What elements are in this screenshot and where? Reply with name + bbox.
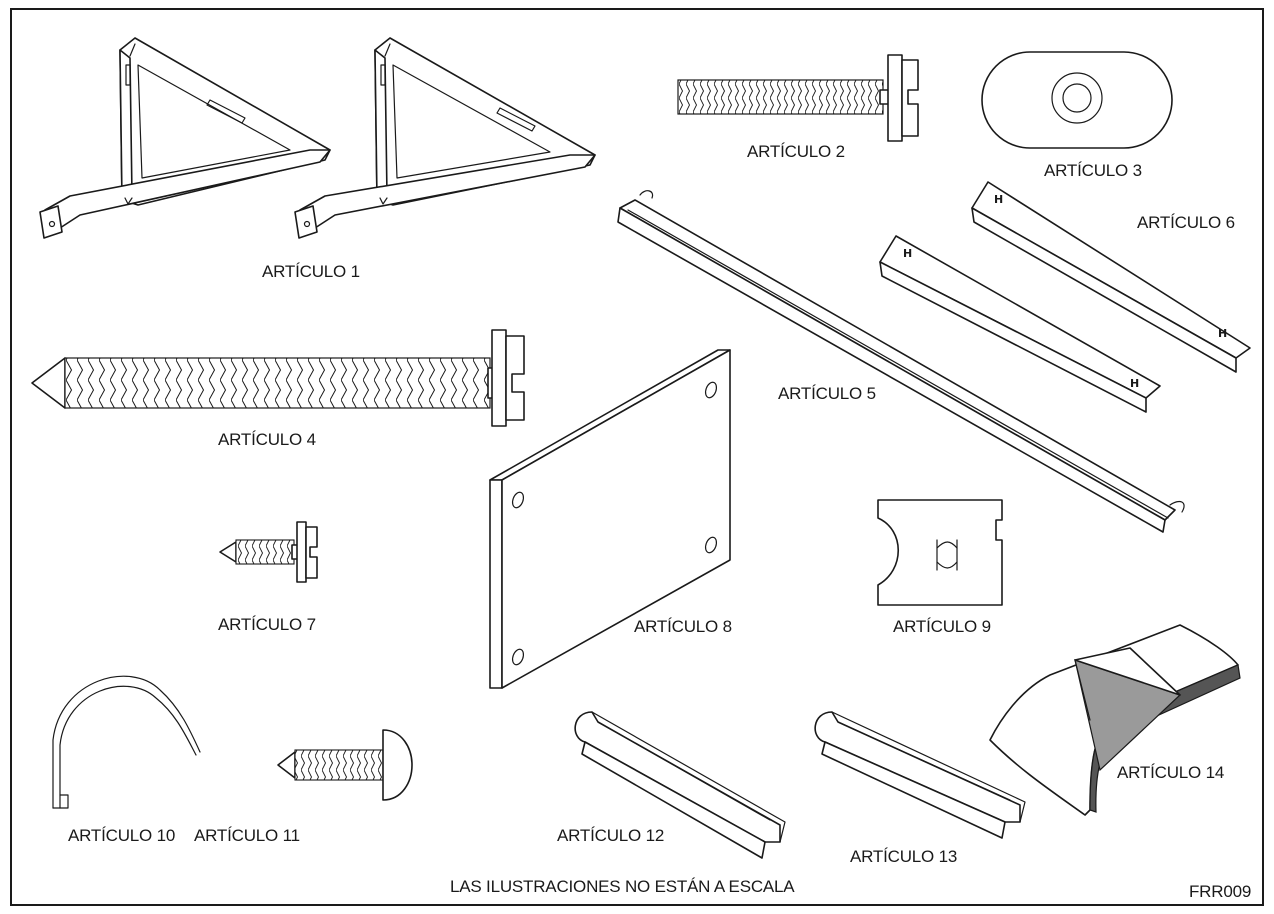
item11-screw [277, 729, 413, 801]
item12-u-clip [574, 711, 786, 859]
item4-lag-screw [31, 329, 525, 427]
label-item11: ARTÍCULO 11 [194, 826, 300, 845]
item9-clip [877, 499, 1003, 606]
item8-mounting-plate [489, 349, 731, 689]
item6-angle-left: H H [879, 235, 1161, 413]
label-item2: ARTÍCULO 2 [747, 142, 845, 161]
item5-rail [617, 190, 1185, 533]
item13-u-clip [814, 711, 1026, 839]
label-item1: ARTÍCULO 1 [262, 262, 360, 281]
label-item13: ARTÍCULO 13 [850, 847, 958, 866]
label-item9: ARTÍCULO 9 [893, 617, 991, 636]
label-item7: ARTÍCULO 7 [218, 615, 316, 634]
label-item5: ARTÍCULO 5 [778, 384, 876, 403]
item1-bracket-right [294, 37, 596, 239]
item6-angle-right: H H [971, 181, 1251, 373]
label-item6: ARTÍCULO 6 [1137, 213, 1235, 232]
angle-mark-right-top: H [994, 193, 1003, 206]
item7-screw [219, 521, 318, 583]
item2-bolt [677, 54, 919, 142]
label-item8: ARTÍCULO 8 [634, 617, 732, 636]
drawing-code: FRR009 [1189, 882, 1252, 901]
label-item14: ARTÍCULO 14 [1117, 763, 1225, 782]
angle-mark-right-bottom: H [1218, 327, 1227, 340]
item14-adhesive-pad [989, 624, 1241, 816]
label-item3: ARTÍCULO 3 [1044, 161, 1142, 180]
item10-hook [52, 675, 201, 809]
angle-mark-left-bottom: H [1130, 377, 1139, 390]
label-item12: ARTÍCULO 12 [557, 826, 665, 845]
angle-mark-left-top: H [903, 247, 912, 260]
scale-note: LAS ILUSTRACIONES NO ESTÁN A ESCALA [450, 877, 795, 896]
item1-bracket-left [39, 37, 331, 239]
label-item10: ARTÍCULO 10 [68, 826, 176, 845]
item3-oval-washer [981, 51, 1173, 149]
label-item4: ARTÍCULO 4 [218, 430, 316, 449]
